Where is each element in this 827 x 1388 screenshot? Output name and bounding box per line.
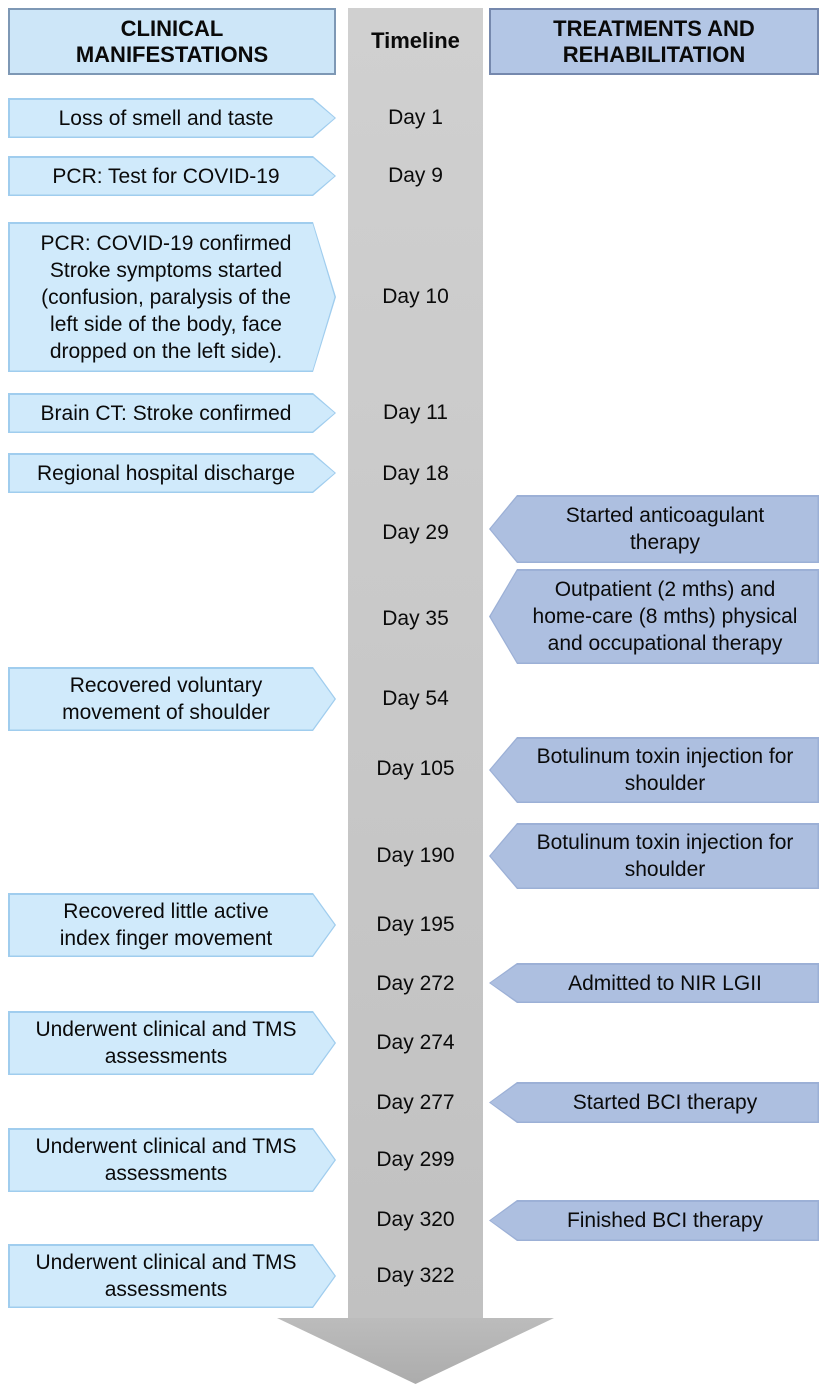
day-label-11: Day 272 <box>376 972 455 995</box>
event-box-7: Recovered voluntary movement of shoulder <box>8 667 336 731</box>
event-box-fill <box>490 570 818 663</box>
day-label-6: Day 35 <box>382 607 449 630</box>
clinical-manifestations-header-label: CLINICAL MANIFESTATIONS <box>75 15 269 67</box>
day-label-13: Day 277 <box>376 1091 455 1114</box>
day-label-12: Day 274 <box>376 1031 455 1054</box>
day-label-3: Day 11 <box>383 401 448 424</box>
event-box-5: Started anticoagulant therapy <box>489 495 819 563</box>
event-text: Started BCI therapy <box>572 1091 758 1114</box>
event-box-8: Botulinum toxin injection for shoulder <box>489 737 819 803</box>
day-label-9: Day 190 <box>376 844 455 867</box>
event-box-fill <box>490 738 818 802</box>
day-label-2: Day 10 <box>382 285 449 308</box>
event-box-11: Admitted to NIR LGII <box>489 963 819 1003</box>
event-text: Underwent clinical and TMS assessments <box>35 1018 297 1068</box>
event-text: Outpatient (2 mths) and home-care (8 mth… <box>532 578 798 655</box>
event-text: Recovered voluntary movement of shoulder <box>62 674 270 724</box>
timeline-arrowhead-down-icon <box>277 1318 554 1384</box>
event-box-12: Underwent clinical and TMS assessments <box>8 1011 336 1075</box>
event-text: Botulinum toxin injection for shoulder <box>536 745 794 795</box>
event-box-fill <box>10 1013 335 1074</box>
event-box-fill <box>490 1083 818 1122</box>
event-text: Regional hospital discharge <box>37 461 295 485</box>
day-label-5: Day 29 <box>382 521 449 544</box>
event-text: PCR: Test for COVID-19 <box>52 164 280 188</box>
clinical-manifestations-header: CLINICAL MANIFESTATIONS <box>8 8 336 75</box>
event-box-fill <box>10 1130 335 1191</box>
event-box-fill <box>490 964 818 1002</box>
event-box-2: PCR: COVID-19 confirmed Stroke symptoms … <box>8 222 336 372</box>
event-box-fill <box>10 158 335 195</box>
event-text: Underwent clinical and TMS assessments <box>35 1135 297 1185</box>
event-box-fill <box>10 895 335 956</box>
event-box-10: Recovered little active index finger mov… <box>8 893 336 957</box>
event-text: Loss of smell and taste <box>58 106 274 130</box>
event-box-0: Loss of smell and taste <box>8 98 336 138</box>
event-text: Admitted to NIR LGII <box>568 971 762 995</box>
event-box-4: Regional hospital discharge <box>8 453 336 493</box>
event-text: Finished BCI therapy <box>566 1209 764 1232</box>
event-text: Underwent clinical and TMS assessments <box>35 1251 297 1301</box>
event-box-1: PCR: Test for COVID-19 <box>8 156 336 196</box>
day-label-0: Day 1 <box>388 106 443 129</box>
event-text: Brain CT: Stroke confirmed <box>40 401 292 425</box>
day-label-14: Day 299 <box>376 1148 455 1171</box>
event-box-fill <box>490 496 818 562</box>
day-label-15: Day 320 <box>376 1208 455 1231</box>
day-label-16: Day 322 <box>376 1264 455 1287</box>
event-box-15: Finished BCI therapy <box>489 1200 819 1241</box>
event-box-fill <box>10 395 335 432</box>
timeline-header: Timeline <box>371 28 460 53</box>
event-box-fill <box>10 100 335 137</box>
timeline-shaft <box>348 8 483 1318</box>
day-label-10: Day 195 <box>376 913 455 936</box>
day-label-1: Day 9 <box>388 164 443 187</box>
event-box-16: Underwent clinical and TMS assessments <box>8 1244 336 1308</box>
day-label-7: Day 54 <box>382 687 449 710</box>
event-box-9: Botulinum toxin injection for shoulder <box>489 823 819 889</box>
treatments-rehabilitation-header: TREATMENTS AND REHABILITATION <box>489 8 819 75</box>
event-box-13: Started BCI therapy <box>489 1082 819 1123</box>
event-box-fill <box>10 455 335 492</box>
event-box-fill <box>490 1201 818 1240</box>
treatments-rehabilitation-header-label: TREATMENTS AND REHABILITATION <box>553 15 755 67</box>
event-text: PCR: COVID-19 confirmed Stroke symptoms … <box>40 231 292 363</box>
event-box-fill <box>10 669 335 730</box>
event-box-fill <box>490 824 818 888</box>
event-text: Recovered little active index finger mov… <box>59 900 273 950</box>
day-label-4: Day 18 <box>382 462 449 485</box>
day-label-8: Day 105 <box>376 757 455 780</box>
event-box-3: Brain CT: Stroke confirmed <box>8 393 336 433</box>
event-text: Started anticoagulant therapy <box>565 504 765 554</box>
event-text: Botulinum toxin injection for shoulder <box>536 831 794 881</box>
event-box-6: Outpatient (2 mths) and home-care (8 mth… <box>489 569 819 664</box>
event-box-fill <box>10 1246 335 1307</box>
event-box-fill <box>10 224 335 371</box>
event-box-14: Underwent clinical and TMS assessments <box>8 1128 336 1192</box>
